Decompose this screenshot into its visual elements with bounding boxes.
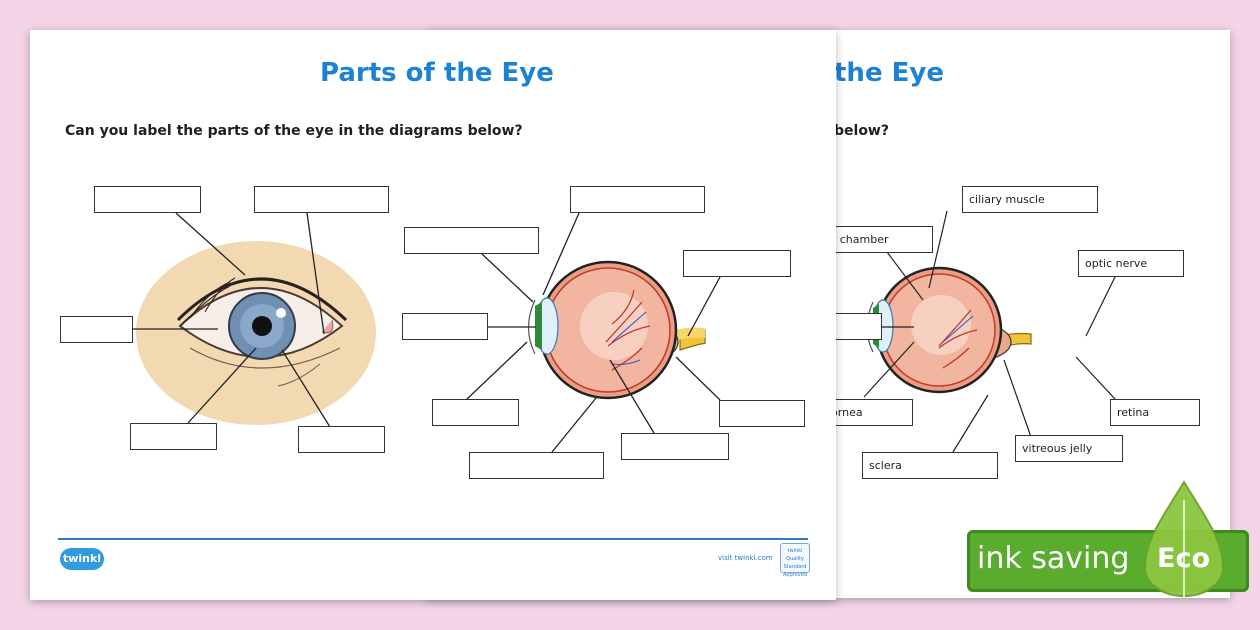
- blank-label-box[interactable]: [254, 186, 389, 213]
- ink-saving-eco-badge: ink saving Eco: [965, 480, 1251, 598]
- blank-label-box[interactable]: [404, 227, 539, 254]
- blank-label-box[interactable]: [298, 426, 385, 453]
- blank-label-box[interactable]: [683, 250, 791, 277]
- footer-url[interactable]: visit twinkl.com: [718, 554, 773, 562]
- blank-label-box[interactable]: [432, 399, 519, 426]
- badge-line: twinkl: [787, 548, 803, 554]
- eco-label: Eco: [1157, 543, 1210, 574]
- answer-label-sclera: sclera: [862, 452, 998, 479]
- blank-label-box[interactable]: [719, 400, 805, 427]
- quality-badge: twinkl Quality Standard Approved: [780, 543, 810, 578]
- worksheet-title: Parts of the Eye: [320, 58, 554, 88]
- answer-sectional-eye-diagram: [863, 210, 1116, 453]
- worksheet-question: Can you label the parts of the eye in th…: [65, 123, 523, 139]
- ink-saving-text: ink saving: [977, 541, 1130, 576]
- badge-line: Quality Standard: [783, 556, 807, 570]
- blank-label-box[interactable]: [570, 186, 705, 213]
- worksheet-leader-lines: [133, 212, 721, 453]
- answer-sheet-title: the Eye: [834, 58, 944, 88]
- answer-label-anterior-chamber: or chamber: [821, 226, 933, 253]
- answer-label-vitreous-jelly: vitreous jelly: [1015, 435, 1123, 462]
- blank-label-box[interactable]: [469, 452, 604, 479]
- answer-label-optic-nerve: optic nerve: [1078, 250, 1184, 277]
- blank-label-box[interactable]: [402, 313, 488, 340]
- twinkl-logo: twinkl: [60, 548, 104, 570]
- answer-label-retina: retina: [1110, 399, 1200, 426]
- answer-eye-cross-section: [866, 266, 1032, 394]
- blank-label-box[interactable]: [60, 316, 133, 343]
- sectional-eye-illustration: [527, 260, 706, 400]
- footer-rule: [58, 538, 808, 540]
- blank-label-box[interactable]: [621, 433, 729, 460]
- answer-sheet-question: below?: [834, 123, 889, 139]
- external-eye-illustration: [136, 241, 376, 425]
- badge-line: Approved: [783, 572, 807, 578]
- worksheet-diagrams: [133, 212, 721, 453]
- leaf-icon: [1143, 480, 1225, 598]
- blank-label-box[interactable]: [130, 423, 217, 450]
- blank-label-box[interactable]: [94, 186, 201, 213]
- answer-label-ciliary-muscle: ciliary muscle: [962, 186, 1098, 213]
- worksheet: Parts of the Eye Can you label the parts…: [30, 30, 836, 600]
